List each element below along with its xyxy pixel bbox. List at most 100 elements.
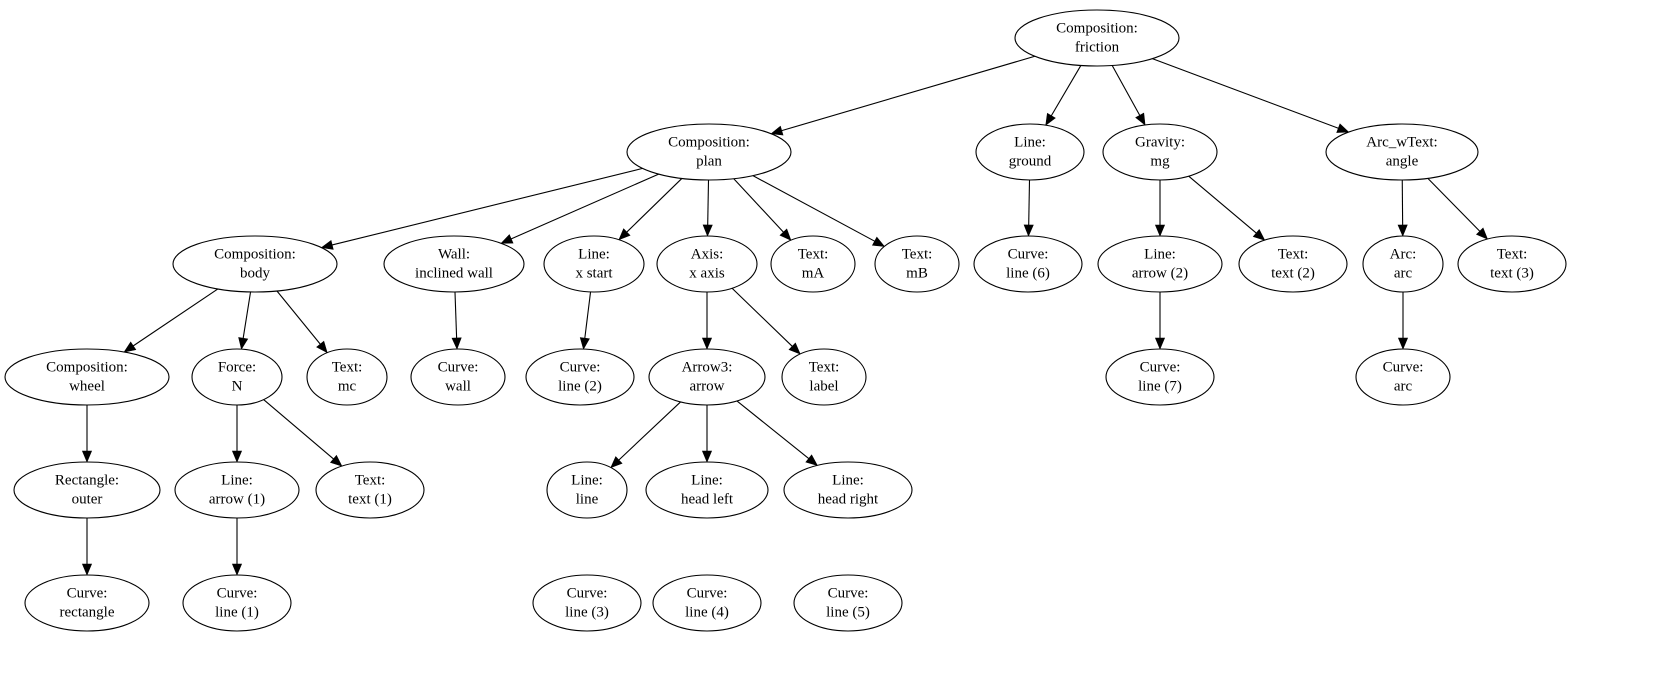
node-xaxis[interactable]: Axis:x axis bbox=[656, 235, 758, 293]
node-name-label-lineline: line bbox=[576, 491, 599, 507]
arrowhead-icon bbox=[1023, 224, 1034, 237]
node-headright[interactable]: Line:head right bbox=[783, 461, 913, 519]
edge-plan-to-mA bbox=[733, 178, 784, 233]
node-wheel[interactable]: Composition:wheel bbox=[4, 348, 170, 406]
node-type-label-arrow2: Line: bbox=[1144, 246, 1176, 262]
node-text3[interactable]: Text:text (3) bbox=[1457, 235, 1567, 293]
node-type-label-line6: Curve: bbox=[1008, 246, 1049, 262]
node-line4[interactable]: Curve: line (4) bbox=[652, 574, 762, 632]
edge-friction-to-gravity bbox=[1111, 65, 1141, 116]
node-shape-line5 bbox=[793, 574, 903, 632]
node-type-label-headleft: Line: bbox=[691, 472, 723, 488]
node-shape-text1 bbox=[315, 461, 425, 519]
arrowhead-icon bbox=[871, 236, 886, 247]
node-text2[interactable]: Text:text (2) bbox=[1238, 235, 1348, 293]
node-line3[interactable]: Curve:line (3) bbox=[532, 574, 642, 632]
node-line5[interactable]: Curve:line (5) bbox=[793, 574, 903, 632]
node-curvewall[interactable]: Curve:wall bbox=[410, 348, 506, 406]
node-xstart[interactable]: Line:x start bbox=[543, 235, 645, 293]
edge-gravity-to-text2 bbox=[1188, 175, 1257, 234]
edge-friction-to-ground bbox=[1050, 65, 1082, 117]
edges-layer bbox=[81, 55, 1489, 576]
arrowhead-icon bbox=[231, 450, 243, 463]
node-mc[interactable]: Text:mc bbox=[306, 348, 388, 406]
node-shape-arrow1 bbox=[174, 461, 300, 519]
node-gravity[interactable]: Gravity:mg bbox=[1102, 123, 1218, 181]
node-rectangle[interactable]: Curve:rectangle bbox=[24, 574, 150, 632]
arrowhead-icon bbox=[316, 340, 328, 354]
node-arrow3[interactable]: Arrow3:arrow bbox=[648, 348, 766, 406]
node-outer[interactable]: Rectangle:outer bbox=[13, 461, 161, 519]
node-shape-forceN bbox=[191, 348, 283, 406]
node-arrow1[interactable]: Line:arrow (1) bbox=[174, 461, 300, 519]
node-shape-line7 bbox=[1105, 348, 1215, 406]
node-name-label-line4: line (4) bbox=[685, 604, 729, 620]
node-type-label-wheel: Composition: bbox=[46, 359, 128, 375]
node-mB[interactable]: Text:mB bbox=[874, 235, 960, 293]
edge-wall-to-curvewall bbox=[454, 291, 458, 339]
arrowhead-icon bbox=[451, 337, 462, 350]
node-mA[interactable]: Text:mA bbox=[770, 235, 856, 293]
node-shape-curvearc bbox=[1355, 348, 1451, 406]
arrowhead-icon bbox=[788, 342, 801, 355]
nodes-layer: Composition:frictionComposition:planLine… bbox=[4, 9, 1567, 632]
node-shape-arrow2 bbox=[1097, 235, 1223, 293]
node-name-label-mA: mA bbox=[802, 265, 825, 281]
node-friction[interactable]: Composition:friction bbox=[1014, 9, 1180, 67]
arrowhead-icon bbox=[1045, 112, 1056, 126]
node-ground[interactable]: Line:ground bbox=[975, 123, 1085, 181]
node-name-label-arrow3: arrow bbox=[690, 378, 725, 394]
node-text1[interactable]: Text:text (1) bbox=[315, 461, 425, 519]
node-shape-headright bbox=[783, 461, 913, 519]
edge-angle-to-text3 bbox=[1427, 177, 1481, 232]
node-type-label-outer: Rectangle: bbox=[55, 472, 119, 488]
node-type-label-forceN: Force: bbox=[218, 359, 256, 375]
node-shape-wall bbox=[383, 235, 525, 293]
node-label[interactable]: Text:label bbox=[781, 348, 867, 406]
node-plan[interactable]: Composition:plan bbox=[626, 123, 792, 181]
node-lineline[interactable]: Line:line bbox=[546, 461, 628, 519]
arrowhead-icon bbox=[231, 563, 243, 576]
node-shape-xaxis bbox=[656, 235, 758, 293]
node-shape-line1 bbox=[182, 574, 292, 632]
node-curvearc[interactable]: Curve:arc bbox=[1355, 348, 1451, 406]
node-name-label-mB: mB bbox=[906, 265, 928, 281]
node-type-label-body: Composition: bbox=[214, 246, 296, 262]
edge-plan-to-xaxis bbox=[707, 179, 710, 226]
edge-body-to-mc bbox=[276, 290, 321, 345]
node-shape-gravity bbox=[1102, 123, 1218, 181]
node-arc_node[interactable]: Arc:arc bbox=[1362, 235, 1444, 293]
node-forceN[interactable]: Force:N bbox=[191, 348, 283, 406]
arrowhead-icon bbox=[500, 234, 514, 244]
node-name-label-label: label bbox=[809, 378, 838, 394]
node-shape-line3 bbox=[532, 574, 642, 632]
node-line1[interactable]: Curve:line (1) bbox=[182, 574, 292, 632]
node-shape-plan bbox=[626, 123, 792, 181]
edge-body-to-wheel bbox=[132, 288, 219, 347]
node-name-label-gravity: mg bbox=[1150, 153, 1170, 169]
arrowhead-icon bbox=[805, 454, 818, 466]
node-type-label-friction: Composition: bbox=[1056, 20, 1138, 36]
node-name-label-ground: ground bbox=[1009, 153, 1052, 169]
node-headleft[interactable]: Line:head left bbox=[645, 461, 769, 519]
node-shape-arrow3 bbox=[648, 348, 766, 406]
node-body[interactable]: Composition:body bbox=[172, 235, 338, 293]
node-wall[interactable]: Wall:inclined wall bbox=[383, 235, 525, 293]
node-shape-xstart bbox=[543, 235, 645, 293]
node-type-label-line1: Curve: bbox=[217, 585, 258, 601]
arrowhead-icon bbox=[320, 239, 334, 250]
node-type-label-line4: Curve: bbox=[687, 585, 728, 601]
node-line6[interactable]: Curve:line (6) bbox=[973, 235, 1083, 293]
node-arrow2[interactable]: Line:arrow (2) bbox=[1097, 235, 1223, 293]
node-name-label-plan: plan bbox=[696, 153, 722, 169]
edge-friction-to-plan bbox=[781, 55, 1035, 132]
node-line7[interactable]: Curve:line (7) bbox=[1105, 348, 1215, 406]
arrowhead-icon bbox=[1475, 227, 1489, 240]
node-angle[interactable]: Arc_wText:angle bbox=[1325, 123, 1479, 181]
node-type-label-xaxis: Axis: bbox=[691, 246, 724, 262]
node-line2[interactable]: Curve:line (2) bbox=[525, 348, 635, 406]
node-name-label-arrow1: arrow (1) bbox=[209, 491, 265, 507]
node-shape-rectangle bbox=[24, 574, 150, 632]
node-name-label-rectangle: rectangle bbox=[60, 604, 115, 620]
arrowhead-icon bbox=[1154, 337, 1166, 350]
